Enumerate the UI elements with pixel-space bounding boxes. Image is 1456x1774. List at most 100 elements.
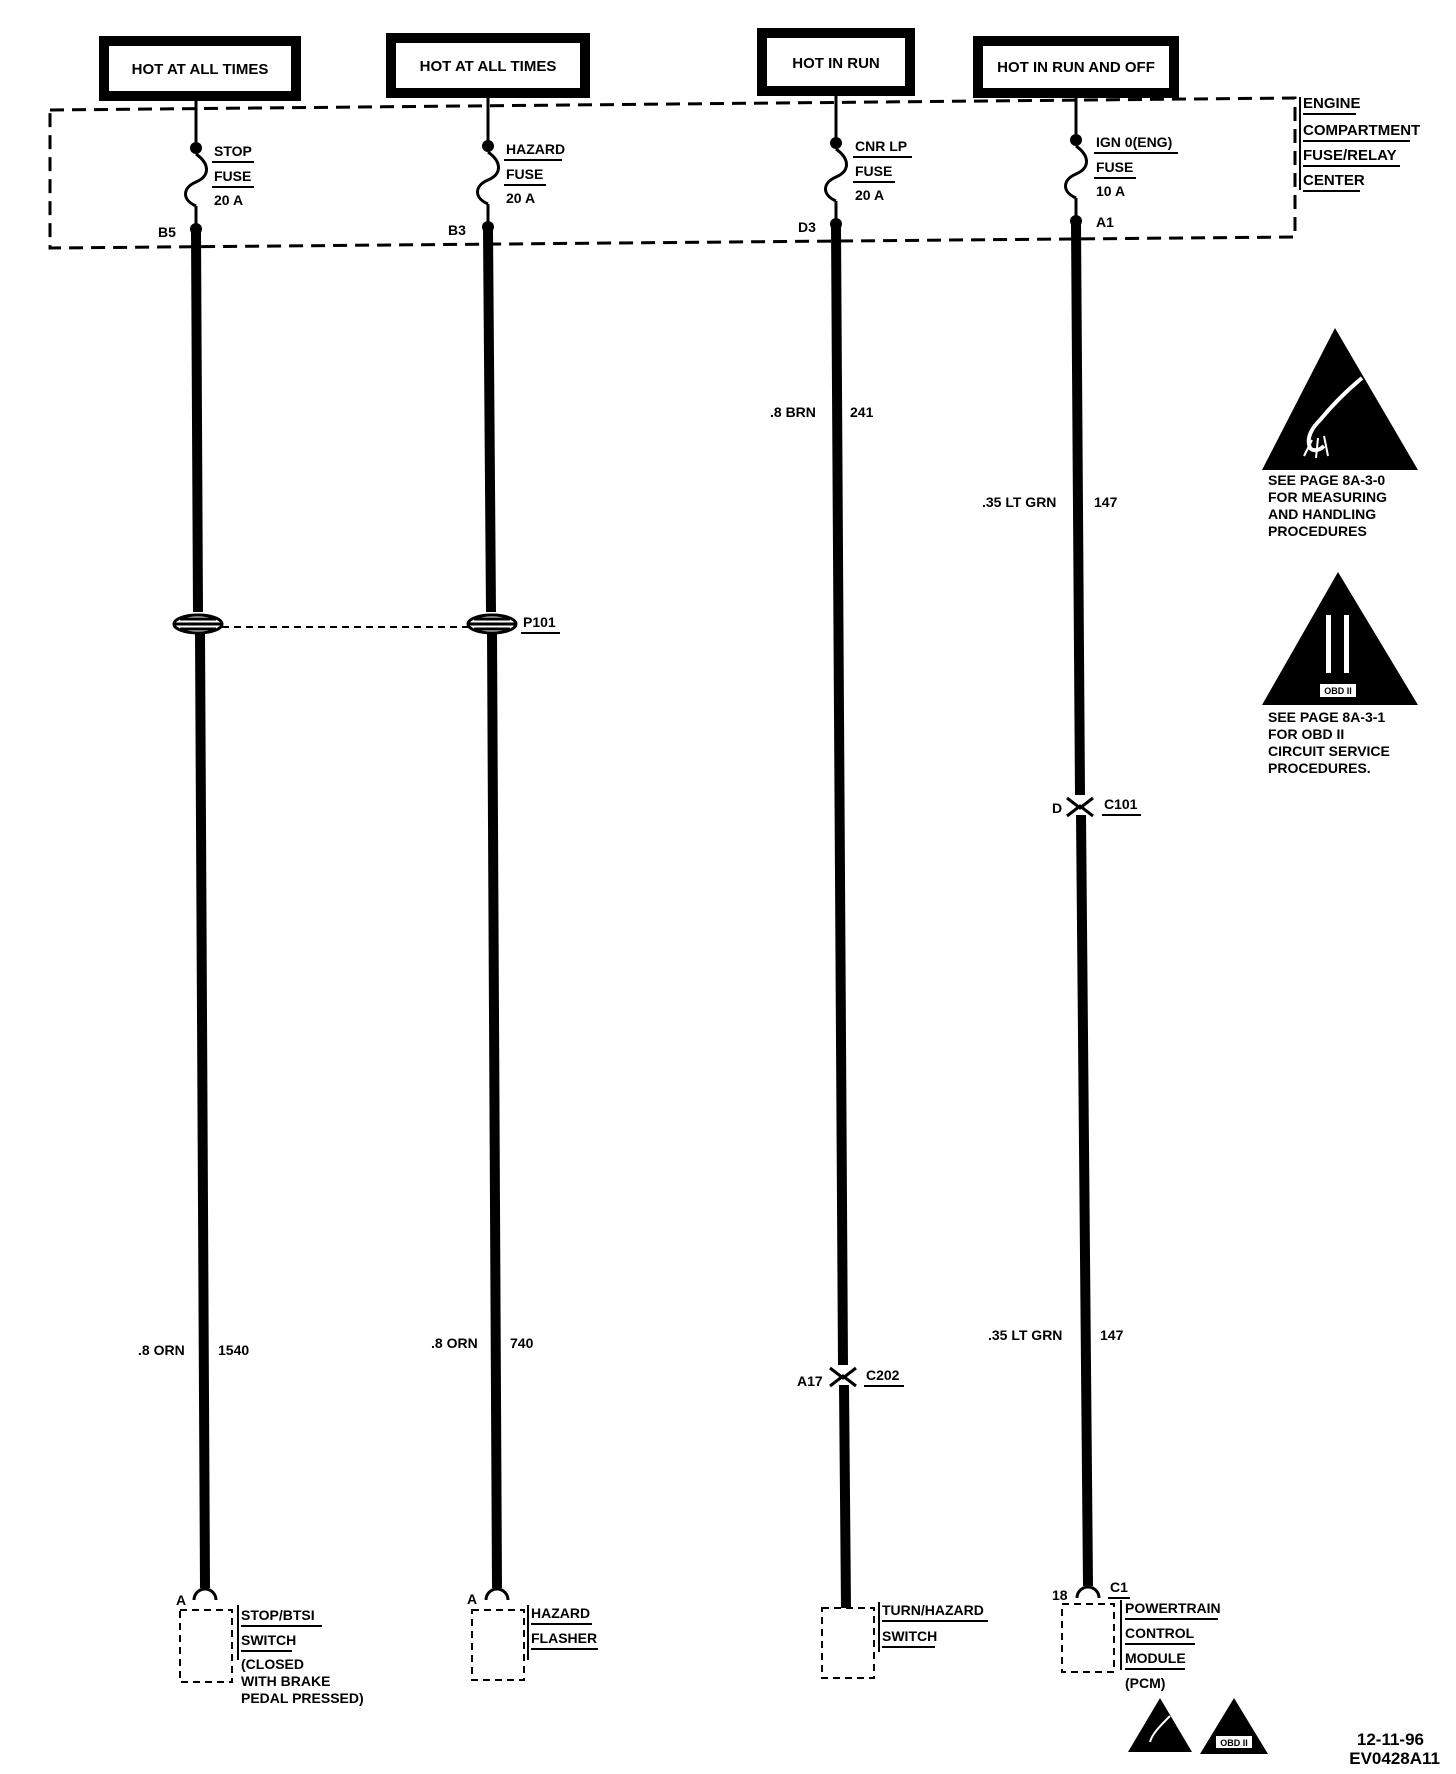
wire-stop-color: .8 ORN (138, 1342, 185, 1358)
wire-cnr-color: .8 BRN (770, 404, 816, 420)
fuse-cnrlp-word: FUSE (855, 163, 892, 179)
terminal-b3: B3 (448, 222, 466, 238)
esd-note-line2: FOR MEASURING (1268, 489, 1387, 505)
source-box-ign: HOT IN RUN AND OFF (973, 36, 1179, 98)
pcm-box (1061, 1603, 1115, 1673)
wire-stop-upper (191, 231, 203, 613)
pcm-terminal (1075, 1585, 1101, 1599)
connector-c101-name: C101 (1104, 796, 1138, 812)
obd-warning-icon (1262, 572, 1418, 705)
stop-switch-label1: STOP/BTSI (241, 1607, 315, 1623)
obd-small-icon-label: OBD II (1220, 1738, 1248, 1748)
esd-small-icon (1128, 1698, 1192, 1752)
fuse-hazard-rating: 20 A (506, 190, 535, 206)
obd-note-line1: SEE PAGE 8A-3-1 (1268, 709, 1385, 725)
esd-warning: SEE PAGE 8A-3-0 FOR MEASURING AND HANDLI… (1262, 328, 1418, 539)
fuse-ign-top-node (1070, 134, 1082, 146)
stop-switch-label3: (CLOSED (241, 1656, 304, 1672)
turn-switch-box (821, 1607, 875, 1679)
obd-symbol-label: OBD II (1324, 686, 1352, 696)
pcm-label2: CONTROL (1125, 1625, 1195, 1641)
wire-ign-lower-color: .35 LT GRN (988, 1327, 1062, 1343)
stamp-date: 12-11-96 (1357, 1730, 1424, 1749)
source-header-stop: HOT AT ALL TIMES (132, 61, 269, 78)
hazard-flasher-terminal (484, 1587, 510, 1601)
hazard-flasher-box (471, 1609, 525, 1681)
stamp-code: EV0428A11 (1349, 1749, 1440, 1768)
column-cnrlp: CNR LP FUSE 20 A D3 .8 BRN 241 A17 C202 … (770, 96, 988, 1679)
fuse-hazard-name: HAZARD (506, 141, 565, 157)
obd-warning: OBD II SEE PAGE 8A-3-1 FOR OBD II CIRCUI… (1262, 572, 1418, 776)
fuse-stop-top-node (190, 142, 202, 154)
fuse-center-label: ENGINE COMPARTMENT FUSE/RELAY CENTER (1299, 95, 1420, 192)
wire-ign-upper (1071, 223, 1085, 796)
column-ign: IGN 0(ENG) FUSE 10 A A1 .35 LT GRN 147 D… (982, 98, 1221, 1691)
stop-switch-label4: WITH BRAKE (241, 1673, 330, 1689)
esd-note-line1: SEE PAGE 8A-3-0 (1268, 472, 1385, 488)
pcm-connector-name: C1 (1110, 1579, 1128, 1595)
fuse-cnrlp-symbol (824, 147, 848, 203)
stop-switch-label2: SWITCH (241, 1632, 296, 1648)
connector-c202-name: C202 (866, 1367, 900, 1383)
obd-small-icon: OBD II (1200, 1698, 1268, 1754)
fuse-ign-name: IGN 0(ENG) (1096, 134, 1172, 150)
wire-stop-lower (195, 632, 210, 1589)
fuse-cnrlp-name: CNR LP (855, 138, 907, 154)
wire-hazard-lower (487, 632, 502, 1589)
fuse-hazard-symbol (476, 150, 500, 206)
wire-cnr-upper (831, 226, 848, 1366)
fuse-stop-symbol (184, 152, 208, 208)
wire-stop-circuit: 1540 (218, 1342, 249, 1358)
wire-hazard-circuit: 740 (510, 1335, 534, 1351)
fuse-cnrlp-rating: 20 A (855, 187, 884, 203)
pcm-label4: (PCM) (1125, 1675, 1165, 1691)
stop-switch-terminal (192, 1587, 218, 1601)
wire-ign-lower-circuit: 147 (1100, 1327, 1124, 1343)
splice-p101-left (172, 613, 224, 635)
wire-ign-upper-color: .35 LT GRN (982, 494, 1056, 510)
stop-switch-pin: A (176, 1592, 186, 1608)
fuse-ign-rating: 10 A (1096, 183, 1125, 199)
splice-p101-label: P101 (523, 614, 556, 630)
wire-hazard-upper (483, 229, 496, 613)
fuse-ign-symbol (1064, 144, 1088, 200)
pcm-label1: POWERTRAIN (1125, 1600, 1221, 1616)
wire-hazard-color: .8 ORN (431, 1335, 478, 1351)
connector-c202 (829, 1366, 857, 1388)
source-header-cnrlp: HOT IN RUN (792, 55, 880, 72)
fuse-stop-word: FUSE (214, 168, 251, 184)
fuse-cnrlp-top-node (830, 137, 842, 149)
stop-switch-label5: PEDAL PRESSED) (241, 1690, 364, 1706)
fuse-ign-word: FUSE (1096, 159, 1133, 175)
source-header-hazard: HOT AT ALL TIMES (420, 58, 557, 75)
terminal-b5: B5 (158, 224, 176, 240)
column-stop: STOP FUSE 20 A B5 .8 ORN 1540 A STOP/BTS… (138, 101, 364, 1706)
turn-switch-label1: TURN/HAZARD (882, 1602, 984, 1618)
source-box-cnrlp: HOT IN RUN (757, 28, 915, 96)
connector-c101-pin: D (1052, 800, 1062, 816)
wire-cnr-lower (839, 1384, 851, 1609)
esd-note-line3: AND HANDLING (1268, 506, 1376, 522)
terminal-a1: A1 (1096, 214, 1114, 230)
splice-p101-right (466, 613, 518, 635)
source-header-ign: HOT IN RUN AND OFF (997, 59, 1155, 76)
obd-note-line3: CIRCUIT SERVICE (1268, 743, 1390, 759)
source-box-stop: HOT AT ALL TIMES (99, 36, 301, 101)
fuse-stop-name: STOP (214, 143, 252, 159)
stop-switch-box (179, 1609, 233, 1683)
fuse-relay-center-outline (48, 96, 1297, 250)
pcm-label3: MODULE (1125, 1650, 1186, 1666)
terminal-d3: D3 (798, 219, 816, 235)
obd-note-line4: PROCEDURES. (1268, 760, 1371, 776)
connector-c202-pin: A17 (797, 1373, 823, 1389)
fuse-center-line1: ENGINE (1303, 95, 1361, 112)
wire-ign-lower (1076, 814, 1093, 1587)
hazard-flasher-label1: HAZARD (531, 1605, 590, 1621)
wire-ign-upper-circuit: 147 (1094, 494, 1118, 510)
fuse-center-line3: FUSE/RELAY (1303, 147, 1397, 164)
fuse-stop-rating: 20 A (214, 192, 243, 208)
wire-cnr-circuit: 241 (850, 404, 874, 420)
fuse-center-line4: CENTER (1303, 172, 1365, 189)
column-hazard: HAZARD FUSE 20 A B3 .8 ORN 740 P101 A HA… (431, 98, 598, 1681)
